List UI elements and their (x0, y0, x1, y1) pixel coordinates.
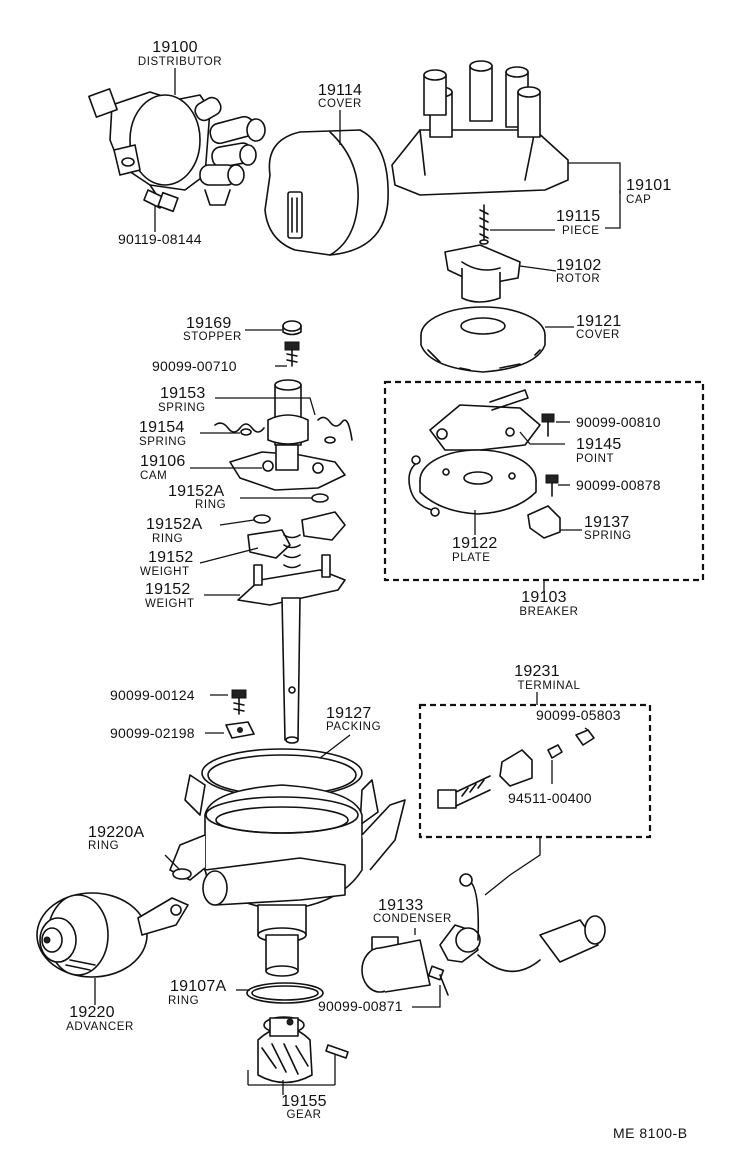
part-19153-number: 19153 (160, 385, 206, 402)
leader-lines (94, 68, 621, 1095)
part-19115-name: PIECE (562, 225, 600, 237)
part-90099-02198-number: 90099-02198 (110, 725, 195, 741)
part-19133-name: CONDENSER (373, 913, 452, 925)
part-19122-name: PLATE (452, 552, 491, 564)
part-19102-number: 19102 (556, 257, 602, 274)
part-19154-number: 19154 (139, 419, 185, 436)
governor-assembly-drawing (214, 379, 353, 744)
part-19152A-ring-2-name: RING (152, 533, 184, 545)
part-19121-name: COVER (576, 329, 620, 341)
part-90099-00871-number: 90099-00871 (318, 998, 403, 1014)
part-19127-name: PACKING (326, 721, 382, 733)
part-19231-name: TERMINAL (517, 680, 581, 692)
part-19127-number: 19127 (326, 705, 372, 722)
rotor-19102-drawing (444, 244, 521, 303)
part-90119-08144-number: 90119-08144 (118, 231, 202, 247)
part-19152-weight-number: 19152 (148, 549, 194, 566)
part-19101-name: CAP (626, 194, 652, 206)
part-19220-number: 19220 (69, 1004, 115, 1021)
terminal-19231-group (418, 703, 652, 839)
part-19114-name: COVER (318, 98, 362, 110)
part-19152-weight-2-number: 19152 (145, 581, 191, 598)
part-19121-number: 19121 (576, 313, 622, 330)
part-19155-name: GEAR (286, 1109, 322, 1121)
part-19220-name: ADVANCER (66, 1021, 134, 1033)
part-19152A-ring-2-number: 19152A (146, 516, 203, 533)
part-19100-name: DISTRIBUTOR (137, 56, 223, 68)
advancer-19220-drawing (36, 892, 189, 978)
part-19122-number: 19122 (452, 535, 498, 552)
part-19114-number: 19114 (317, 82, 363, 99)
part-19145-number: 19145 (576, 436, 622, 453)
part-19103-number: 19103 (521, 589, 567, 606)
part-19100-number: 19100 (152, 39, 198, 56)
part-19154-name: SPRING (139, 436, 187, 448)
drawing-code: ME 8100-B (613, 1125, 688, 1141)
part-19152A-ring-number: 19152A (168, 483, 225, 500)
part-19145-name: POINT (576, 453, 615, 465)
part-19152A-ring-name: RING (195, 499, 227, 511)
part-90099-00710-number: 90099-00710 (152, 358, 237, 374)
part-19137-number: 19137 (584, 514, 630, 531)
part-19106-name: CAM (140, 470, 168, 482)
part-19102-name: ROTOR (556, 273, 601, 285)
part-19220A-name: RING (88, 840, 120, 852)
distributor-drawing (88, 88, 266, 213)
part-90099-00124-number: 90099-00124 (110, 687, 195, 703)
part-19152-weight-name: WEIGHT (140, 566, 190, 578)
part-19103-name: BREAKER (519, 606, 579, 618)
part-19115-number: 19115 (556, 208, 601, 225)
part-19107A-number: 19107A (170, 978, 227, 995)
part-19220A-number: 19220A (88, 824, 145, 841)
part-19231-number: 19231 (514, 663, 560, 680)
part-19153-name: SPRING (158, 402, 206, 414)
part-90099-05803-number: 90099-05803 (536, 707, 621, 723)
part-94511-00400-number: 94511-00400 (508, 790, 592, 806)
housing-drawing (169, 748, 406, 1004)
condenser-19133-drawing (361, 873, 606, 996)
part-90099-00878-number: 90099-00878 (576, 477, 661, 493)
stopper-19169-drawing (282, 320, 302, 367)
part-19106-number: 19106 (140, 453, 186, 470)
gear-19155-drawing (257, 1016, 349, 1084)
part-19133-number: 19133 (378, 897, 424, 914)
part-19101-number: 19101 (626, 177, 672, 194)
cover-19121-drawing (420, 306, 546, 373)
part-19169-number: 19169 (186, 315, 232, 332)
part-19107A-name: RING (168, 995, 200, 1007)
cover-19114-drawing (264, 129, 389, 256)
cap-19101-drawing (391, 60, 569, 245)
part-19137-name: SPRING (584, 530, 632, 542)
part-19152-weight-2-name: WEIGHT (145, 598, 195, 610)
part-19155-number: 19155 (281, 1093, 327, 1110)
part-19169-name: STOPPER (183, 331, 242, 343)
part-90099-00810-number: 90099-00810 (576, 414, 661, 430)
breaker-19103-group (383, 380, 705, 582)
